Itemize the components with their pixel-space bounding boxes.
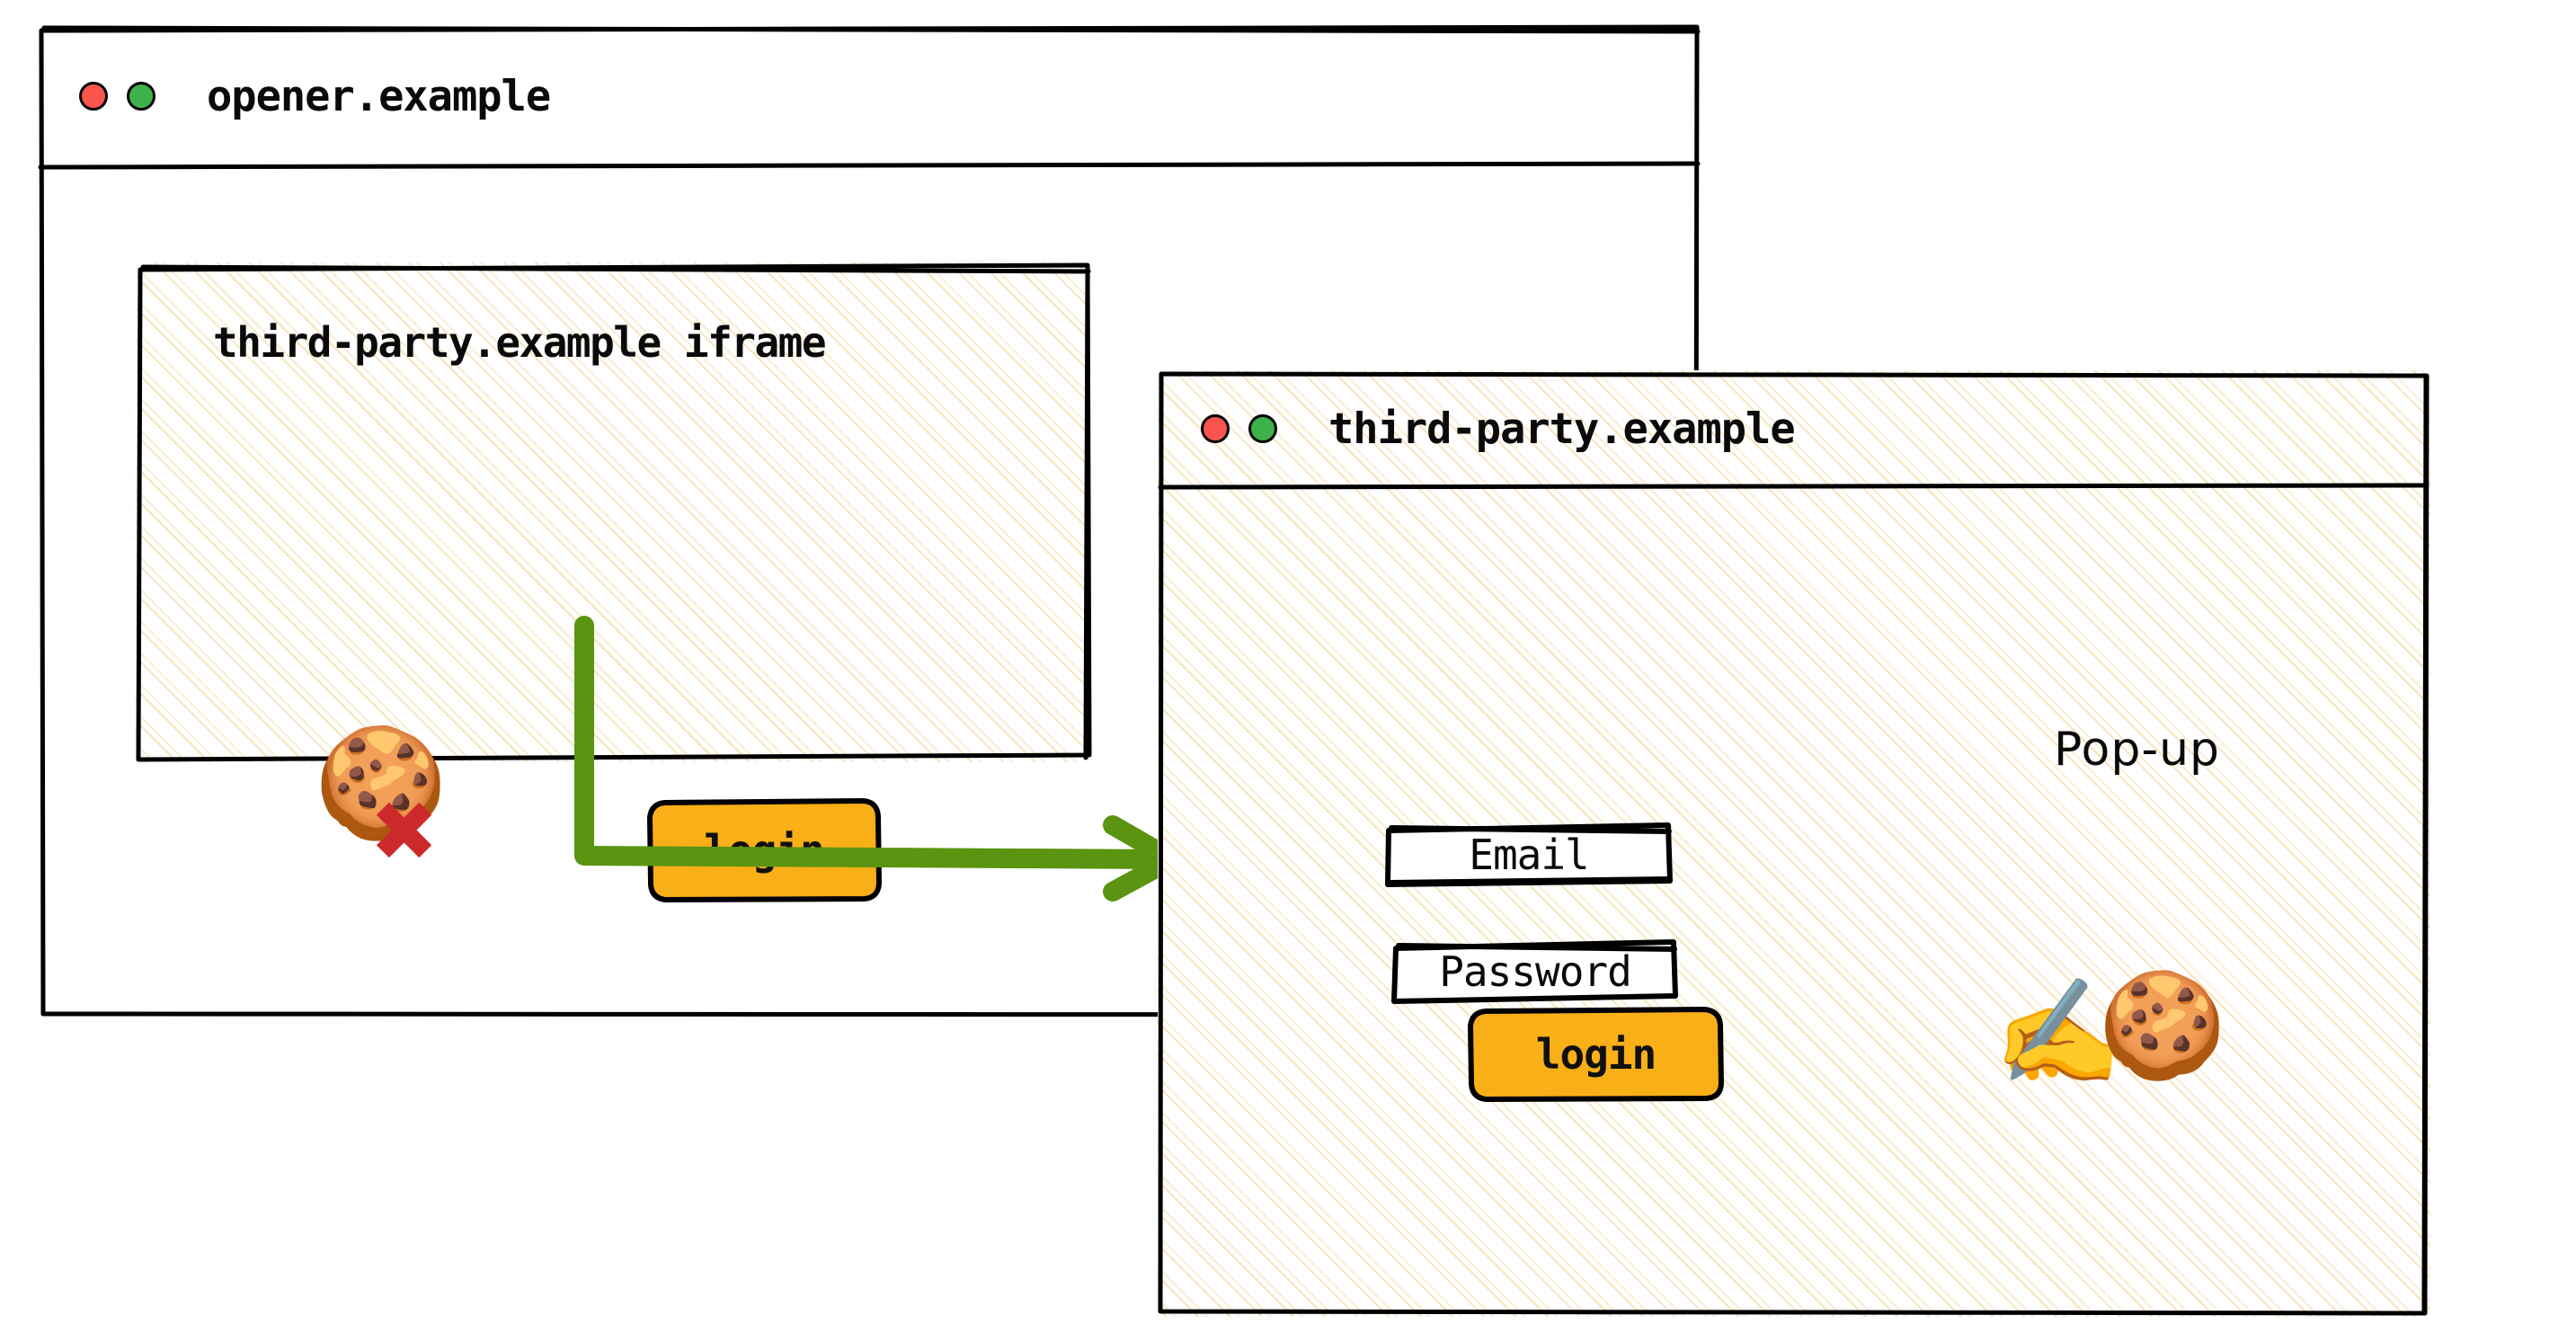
- email-field[interactable]: Email: [1385, 822, 1673, 887]
- popup-browser-window: third-party.example Email Password l: [1158, 370, 2430, 1317]
- popup-title-bar: third-party.example: [1158, 370, 2430, 487]
- password-field[interactable]: Password: [1391, 939, 1678, 1004]
- popup-login-button[interactable]: login: [1468, 1007, 1724, 1102]
- popup-maximize-button-dot[interactable]: [1248, 414, 1277, 443]
- close-button-dot[interactable]: [79, 82, 108, 111]
- popup-traffic-lights[interactable]: [1201, 414, 1277, 443]
- popup-window-content: Email Password login Pop-up ✍️ 🍪: [1158, 487, 2430, 1317]
- popup-close-button-dot[interactable]: [1201, 414, 1230, 443]
- opener-traffic-lights[interactable]: [79, 82, 155, 111]
- login-opens-popup-arrow: [574, 616, 1182, 902]
- blocked-cookie-indicator: 🍪 ✖: [314, 730, 475, 892]
- popup-login-button-label: login: [1535, 1030, 1657, 1079]
- password-field-text: Password: [1439, 947, 1632, 996]
- writing-hand-icon: ✍️: [1994, 973, 2123, 1093]
- iframe-title-label: third-party.example iframe: [213, 318, 827, 367]
- email-field-text: Email: [1469, 831, 1589, 879]
- opener-title-bar: opener.example: [39, 25, 1700, 167]
- popup-annotation-label: Pop-up: [2054, 723, 2221, 777]
- cookie-icon: 🍪: [2098, 965, 2227, 1086]
- opener-window-title: opener.example: [207, 71, 551, 121]
- maximize-button-dot[interactable]: [127, 82, 155, 111]
- popup-window-title: third-party.example: [1328, 404, 1796, 454]
- cookie-blocked-cross-icon: ✖: [369, 784, 440, 880]
